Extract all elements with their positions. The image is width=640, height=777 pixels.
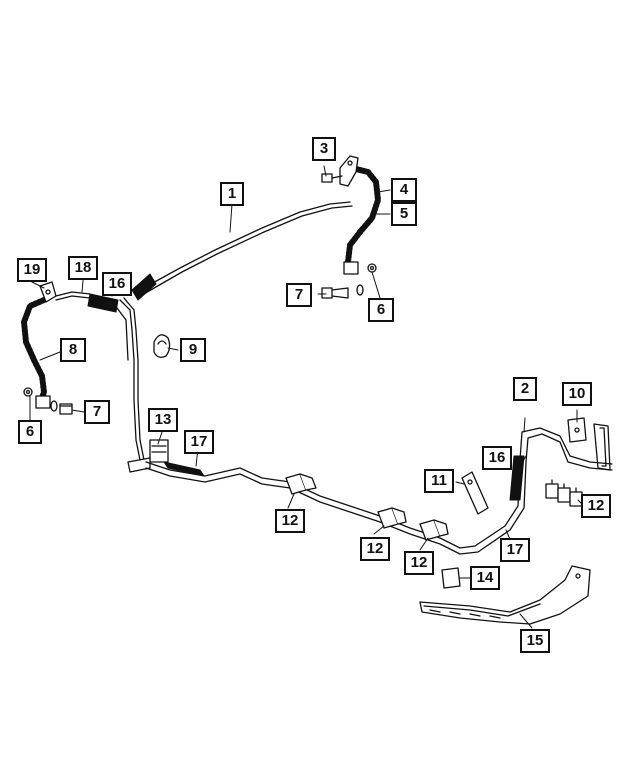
callout-11: 11 [424,469,454,493]
callout-14: 14 [470,566,500,590]
callout-1: 1 [220,182,244,206]
bracket-10 [567,417,611,471]
left-hose-line-to-junction [55,291,145,461]
brake-tube-rear [145,427,613,555]
callout-12-a: 12 [275,509,305,533]
callout-6-left: 6 [18,420,42,444]
heat-shield-15 [419,565,591,625]
sleeve-16-left [87,273,157,313]
callout-17-right: 17 [500,538,530,562]
callout-19: 19 [17,258,47,282]
callout-9: 9 [180,338,206,362]
hose-fitting-lower-right [343,261,377,275]
callout-16-left: 16 [102,272,132,296]
callout-18: 18 [68,256,98,280]
clip-cluster-12-right [545,479,583,507]
brake-hose-front-right [345,165,381,265]
grommet-9 [153,334,171,358]
bolt-3 [321,173,343,183]
banjo-bolt-right [321,284,364,299]
callout-2: 2 [513,377,537,401]
hose-bracket-upper-right [339,155,359,187]
tube-fitting-11 [461,471,489,515]
callout-13: 13 [148,408,178,432]
callout-6-right: 6 [368,298,394,322]
callout-15: 15 [520,629,550,653]
callout-17-left: 17 [184,430,214,454]
callout-12-c: 12 [404,551,434,575]
callout-8: 8 [60,338,86,362]
callout-4: 4 [391,178,417,202]
leader-lines [29,165,585,629]
callout-3: 3 [312,137,336,161]
hose-fitting-lower-left [23,387,51,409]
callout-5: 5 [391,202,417,226]
callout-12-d: 12 [581,494,611,518]
callout-7-left: 7 [84,400,110,424]
banjo-bolt-left [50,400,73,415]
callout-12-b: 12 [360,537,390,561]
clip-14 [441,567,461,589]
junction-block [127,439,169,473]
callout-16-right: 16 [482,446,512,470]
brake-tube-front [139,201,353,296]
callout-10: 10 [562,382,592,406]
brake-hose-front-left [21,297,47,401]
tube-clips [285,473,449,541]
callout-7-right: 7 [286,283,312,307]
